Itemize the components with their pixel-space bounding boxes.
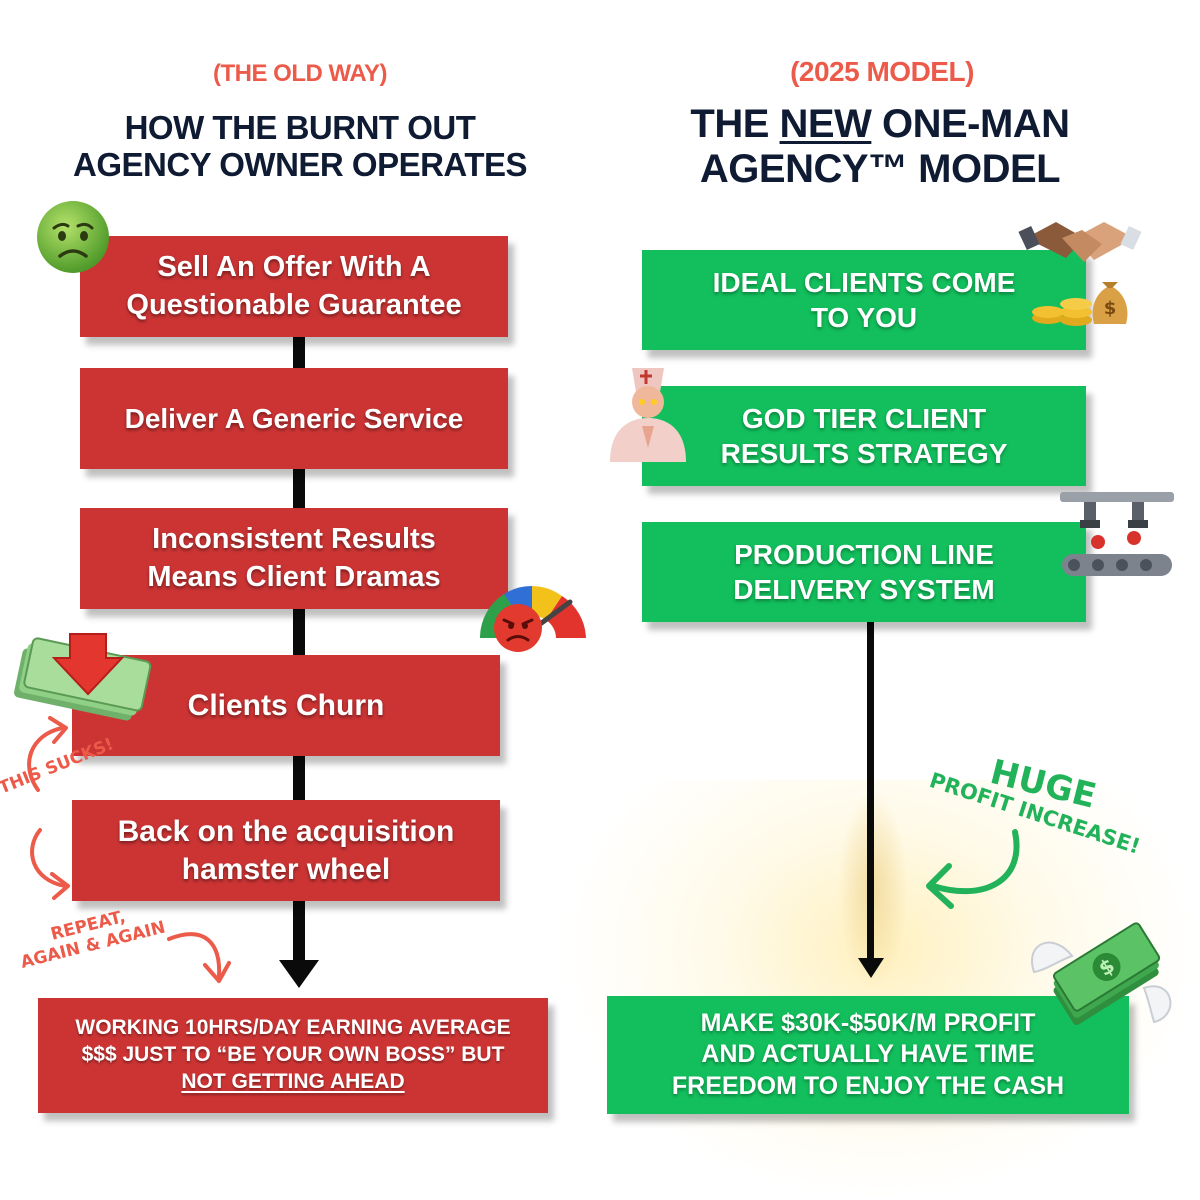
left-outcome: WORKING 10HRS/DAY EARNING AVERAGE $$$ JU… bbox=[38, 998, 548, 1113]
left-step-4: Clients Churn bbox=[72, 655, 500, 756]
svg-text:$: $ bbox=[1104, 298, 1117, 319]
conveyor-robot-icon bbox=[1060, 492, 1174, 576]
right-step-1: IDEAL CLIENTS COME TO YOU bbox=[642, 250, 1086, 350]
left-step-1-line1: Sell An Offer With A bbox=[157, 251, 431, 284]
left-step-4-line1: Clients Churn bbox=[187, 688, 385, 722]
left-step-5-line2: hamster wheel bbox=[181, 852, 391, 886]
right-arrowhead bbox=[858, 958, 884, 978]
left-subhead: (THE OLD WAY) bbox=[213, 60, 387, 87]
right-step-2-line2: RESULTS STRATEGY bbox=[720, 438, 1008, 469]
money-down-arrow-icon bbox=[14, 633, 152, 721]
left-step-3-line2: Means Client Dramas bbox=[147, 560, 441, 593]
right-outcome-line3: FREEDOM TO ENJOY THE CASH bbox=[671, 1071, 1065, 1100]
sucks-curve-arrows bbox=[27, 716, 70, 900]
sick-face-icon bbox=[37, 201, 109, 273]
right-heading: THE NEW ONE-MAN AGENCY™ MODEL bbox=[630, 102, 1130, 192]
left-step-1-line2: Questionable Guarantee bbox=[126, 288, 462, 321]
right-subhead: (2025 MODEL) bbox=[790, 56, 974, 87]
right-heading-pre: THE bbox=[690, 102, 780, 146]
right-step-3-line2: DELIVERY SYSTEM bbox=[733, 574, 995, 605]
right-step-3-line1: PRODUCTION LINE bbox=[734, 539, 994, 570]
right-outcome: MAKE $30K-$50K/M PROFIT AND ACTUALLY HAV… bbox=[607, 996, 1129, 1114]
left-step-5: Back on the acquisition hamster wheel bbox=[72, 800, 500, 901]
right-step-1-line2: TO YOU bbox=[810, 302, 918, 333]
right-outcome-line2: AND ACTUALLY HAVE TIME bbox=[701, 1040, 1035, 1069]
left-outcome-line1: WORKING 10HRS/DAY EARNING AVERAGE bbox=[75, 1016, 511, 1040]
left-step-3-line1: Inconsistent Results bbox=[152, 523, 436, 556]
left-step-3: Inconsistent Results Means Client Dramas bbox=[80, 508, 508, 609]
left-step-5-line1: Back on the acquisition bbox=[117, 815, 455, 848]
right-heading-line1: THE NEW ONE-MAN bbox=[630, 102, 1130, 147]
right-heading-line2: AGENCY™ MODEL bbox=[699, 146, 1061, 191]
right-connector bbox=[867, 620, 874, 965]
left-step-2: Deliver A Generic Service bbox=[80, 368, 508, 469]
profit-curve-arrow bbox=[926, 829, 1020, 909]
right-step-2: GOD TIER CLIENT RESULTS STRATEGY bbox=[642, 386, 1086, 486]
right-step-1-line1: IDEAL CLIENTS COME bbox=[712, 267, 1016, 298]
praying-priest-icon bbox=[610, 368, 686, 462]
right-outcome-line1: MAKE $30K-$50K/M PROFIT bbox=[700, 1009, 1036, 1038]
left-heading-line2: AGENCY OWNER OPERATES bbox=[73, 145, 528, 183]
angry-gauge-icon bbox=[479, 585, 586, 652]
left-arrowhead bbox=[279, 960, 319, 988]
left-outcome-line3: NOT GETTING AHEAD bbox=[181, 1069, 405, 1093]
money-bag-icon: $ bbox=[1032, 282, 1128, 326]
repeat-curve-arrow bbox=[167, 932, 231, 983]
right-heading-underlined: NEW bbox=[779, 102, 872, 146]
handshake-icon bbox=[1018, 222, 1142, 262]
winged-money-icon: $ bbox=[1031, 922, 1172, 1026]
note-repeat: REPEAT, AGAIN & AGAIN bbox=[14, 899, 167, 973]
left-step-1: Sell An Offer With A Questionable Guaran… bbox=[80, 236, 508, 337]
right-step-2-line1: GOD TIER CLIENT bbox=[741, 403, 987, 434]
right-step-3: PRODUCTION LINE DELIVERY SYSTEM bbox=[642, 522, 1086, 622]
left-heading: HOW THE BURNT OUT AGENCY OWNER OPERATES bbox=[40, 109, 560, 184]
right-heading-post: ONE-MAN bbox=[871, 102, 1070, 146]
left-heading-line1: HOW THE BURNT OUT bbox=[124, 109, 476, 146]
left-outcome-line2: $$$ JUST TO “BE YOUR OWN BOSS” BUT bbox=[81, 1043, 505, 1067]
left-step-2-line1: Deliver A Generic Service bbox=[124, 402, 464, 434]
